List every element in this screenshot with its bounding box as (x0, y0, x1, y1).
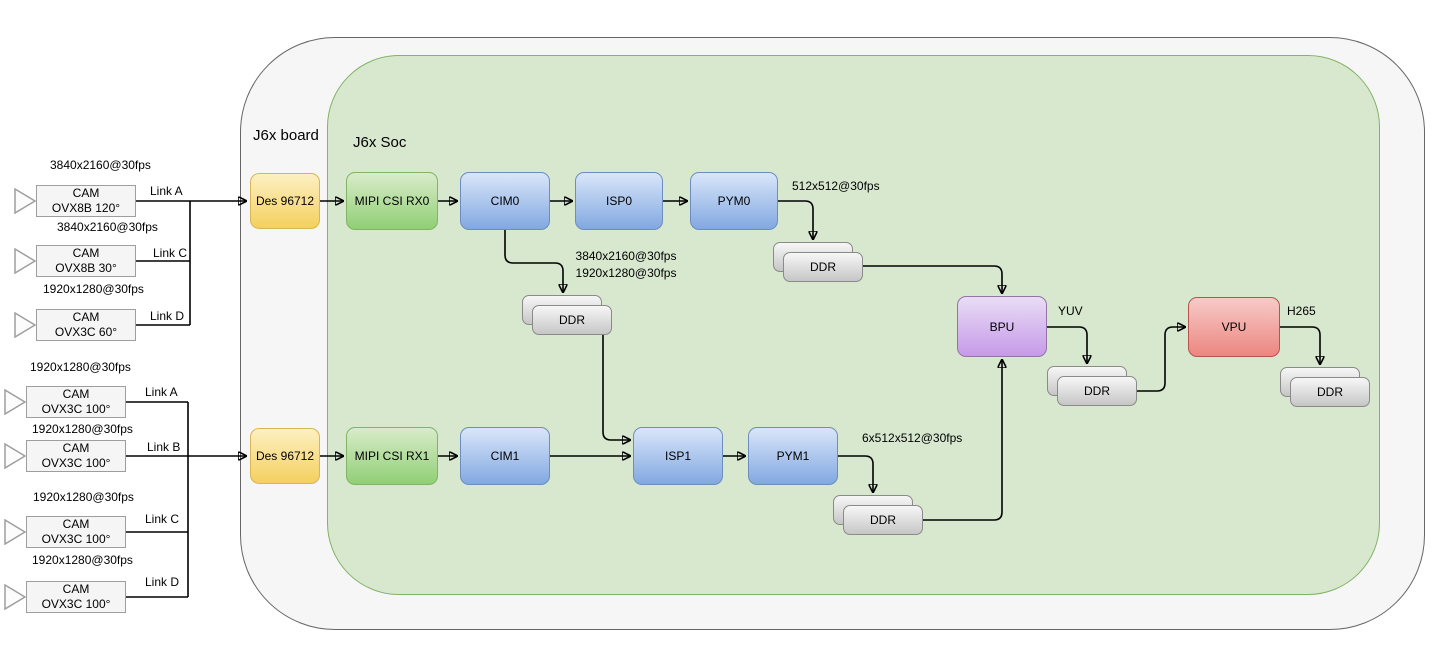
camera-name: CAM (72, 186, 100, 200)
camera-rate-label: 3840x2160@30fps (57, 220, 158, 234)
node-ddr-pym1: DDR (843, 505, 923, 535)
edge-label-cim0-out-line2: 1920x1280@30fps (575, 266, 677, 280)
edge-label-pym0-out: 512x512@30fps (792, 179, 880, 193)
camera-link-label: Link D (150, 309, 185, 323)
camera-lens-icon (14, 248, 36, 274)
soc-label: J6x Soc (353, 134, 407, 151)
edge-pym0-to-ddrA (778, 200, 813, 239)
node-cim1: CIM1 (460, 427, 550, 485)
camera-model: OVX3C 60° (54, 325, 118, 339)
camera-rate-label: 3840x2160@30fps (50, 158, 151, 172)
edge-label-pym1-out: 6x512x512@30fps (862, 431, 963, 445)
edge-pym1-to-ddrC (838, 455, 873, 492)
camera-rate-label: 1920x1280@30fps (33, 490, 134, 504)
camera-model: OVX8B 120° (51, 201, 121, 215)
edge-cim0-to-ddrB (504, 230, 563, 292)
node-isp1: ISP1 (633, 427, 723, 485)
camera-name: CAM (62, 582, 90, 596)
edge-ddrC-to-bpu (923, 360, 1002, 521)
camera-model: OVX3C 100° (41, 532, 111, 546)
camera-lens-icon (4, 443, 26, 469)
camera-node: CAM OVX8B 30° (36, 245, 136, 277)
camera-link-label: Link D (145, 575, 180, 589)
camera-name: CAM (62, 387, 90, 401)
camera-model: OVX8B 30° (55, 261, 117, 275)
camera-lens-icon (4, 584, 26, 610)
edge-ddrA-to-bpu (863, 265, 1002, 293)
edge-ddrB-to-isp1 (602, 335, 630, 440)
camera-model: OVX3C 100° (41, 597, 111, 611)
camera-link-label: Link A (150, 184, 183, 198)
camera-rate-label: 1920x1280@30fps (30, 360, 131, 374)
node-ddr-vpu: DDR (1290, 377, 1370, 407)
camera-link-label: Link C (153, 246, 188, 260)
node-isp0: ISP0 (575, 172, 663, 230)
camera-rate-label: 1920x1280@30fps (32, 553, 133, 567)
node-cim0: CIM0 (460, 172, 550, 230)
camera-rate-label: 1920x1280@30fps (32, 422, 133, 436)
camera-node: CAM OVX8B 120° (36, 185, 136, 217)
camera-name: CAM (72, 310, 100, 324)
camera-rate-label: 1920x1280@30fps (43, 282, 144, 296)
camera-model: OVX3C 100° (41, 402, 111, 416)
edge-vpu-to-ddrE (1280, 326, 1320, 364)
node-ddr-cim0: DDR (532, 305, 612, 335)
node-mipi-csi-rx0: MIPI CSI RX0 (346, 172, 438, 230)
camera-link-label: Link A (145, 385, 178, 399)
node-ddr-bpu: DDR (1057, 376, 1137, 406)
edge-label-cim0-out: 3840x2160@30fps 1920x1280@30fps (570, 248, 682, 282)
edge-label-cim0-out-line1: 3840x2160@30fps (575, 249, 677, 263)
node-ddr-pym0: DDR (783, 252, 863, 282)
edge-label-bpu-out: YUV (1058, 304, 1083, 318)
camera-lens-icon (4, 389, 26, 415)
camera-node: CAM OVX3C 100° (26, 440, 126, 472)
camera-name: CAM (62, 517, 90, 531)
edge-label-vpu-out: H265 (1287, 304, 1316, 318)
board-label: J6x board (253, 127, 319, 144)
camera-node: CAM OVX3C 100° (26, 516, 126, 548)
node-bpu: BPU (957, 296, 1047, 357)
node-des96712-0: Des 96712 (250, 173, 320, 229)
camera-lens-icon (14, 312, 36, 338)
camera-link-label: Link B (147, 440, 181, 454)
camera-link-label: Link C (145, 512, 180, 526)
camera-node: CAM OVX3C 60° (36, 309, 136, 341)
edge-bpu-to-ddrD (1047, 326, 1087, 363)
node-pym0: PYM0 (690, 172, 778, 230)
camera-name: CAM (72, 246, 100, 260)
node-mipi-csi-rx1: MIPI CSI RX1 (346, 427, 438, 485)
camera-name: CAM (62, 441, 90, 455)
camera-lens-icon (4, 519, 26, 545)
camera-model: OVX3C 100° (41, 456, 111, 470)
node-des96712-1: Des 96712 (250, 428, 320, 484)
node-vpu: VPU (1188, 297, 1280, 357)
node-pym1: PYM1 (748, 427, 838, 485)
edge-ddrD-to-vpu (1137, 327, 1185, 392)
camera-lens-icon (14, 188, 36, 214)
camera-node: CAM OVX3C 100° (26, 581, 126, 613)
camera-node: CAM OVX3C 100° (26, 386, 126, 418)
